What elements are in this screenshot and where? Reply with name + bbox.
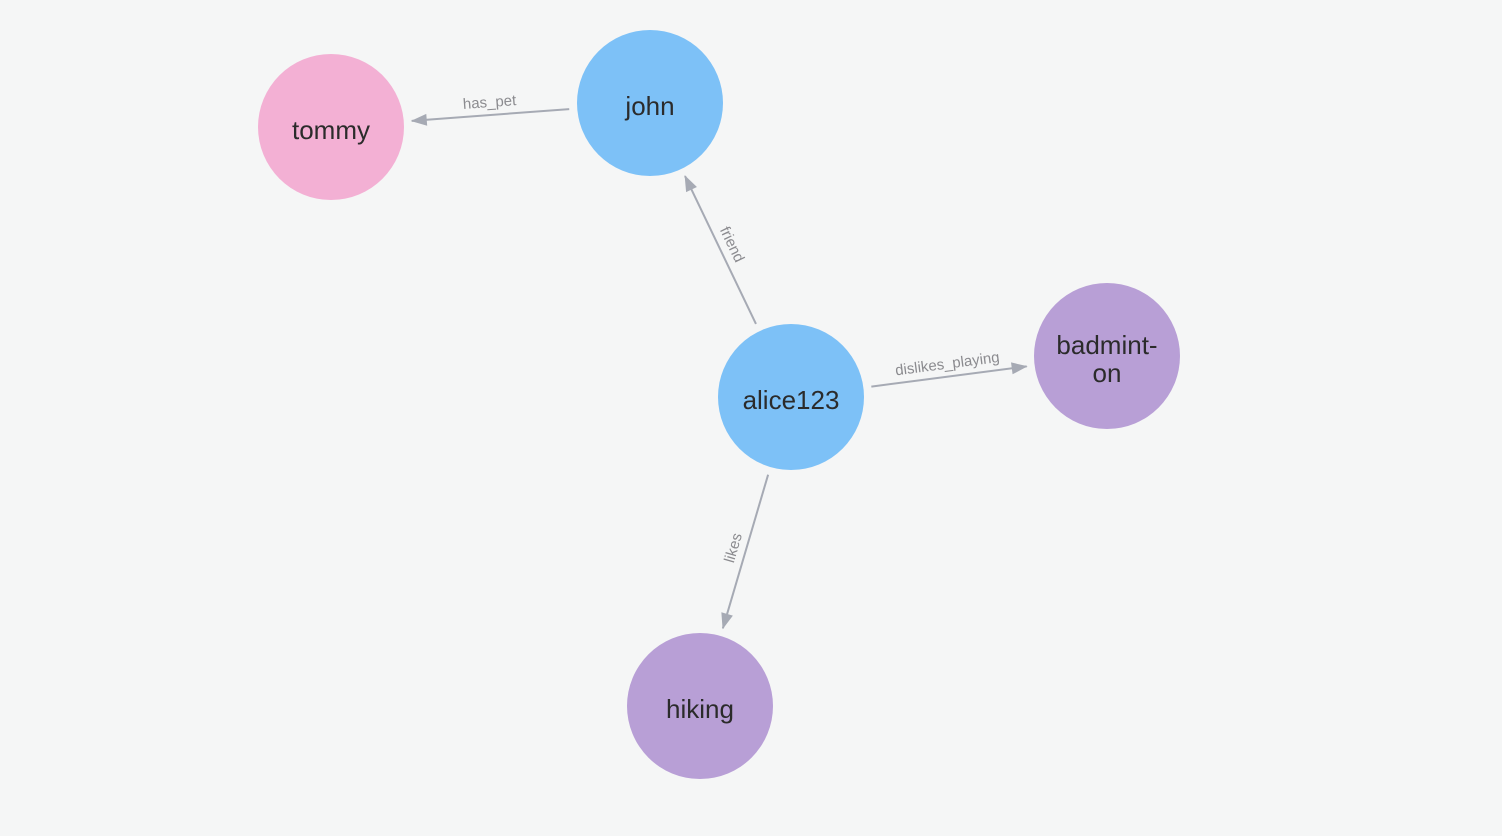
relationship-label-dislikes_playing[interactable]: dislikes_playing <box>894 349 1000 379</box>
graph-node-hiking[interactable]: hiking <box>627 633 773 779</box>
node-circle-badminton[interactable] <box>1034 283 1180 429</box>
node-circle-alice123[interactable] <box>718 324 864 470</box>
relationship-label-friend[interactable]: friend <box>716 224 748 265</box>
edge-line-dislikes_playing[interactable] <box>871 362 1028 388</box>
graph-node-john[interactable]: john <box>577 30 723 176</box>
node-circle-john[interactable] <box>577 30 723 176</box>
edge-line-has_pet[interactable] <box>410 108 570 126</box>
relationship-label-has_pet[interactable]: has_pet <box>462 92 517 113</box>
graph-relationship-dislikes_playing[interactable]: dislikes_playing <box>871 349 1028 388</box>
edge-line-friend[interactable] <box>684 175 757 325</box>
graph-node-tommy[interactable]: tommy <box>258 54 404 200</box>
node-circle-hiking[interactable] <box>627 633 773 779</box>
graph-relationship-friend[interactable]: friend <box>684 175 757 325</box>
node-circle-tommy[interactable] <box>258 54 404 200</box>
graph-node-alice123[interactable]: alice123 <box>718 324 864 470</box>
edge-line-likes[interactable] <box>721 474 770 630</box>
graph-relationship-has_pet[interactable]: has_pet <box>410 92 570 126</box>
graph-relationship-likes[interactable]: likes <box>721 474 770 630</box>
graph-node-badminton[interactable]: badmint-on <box>1034 283 1180 429</box>
